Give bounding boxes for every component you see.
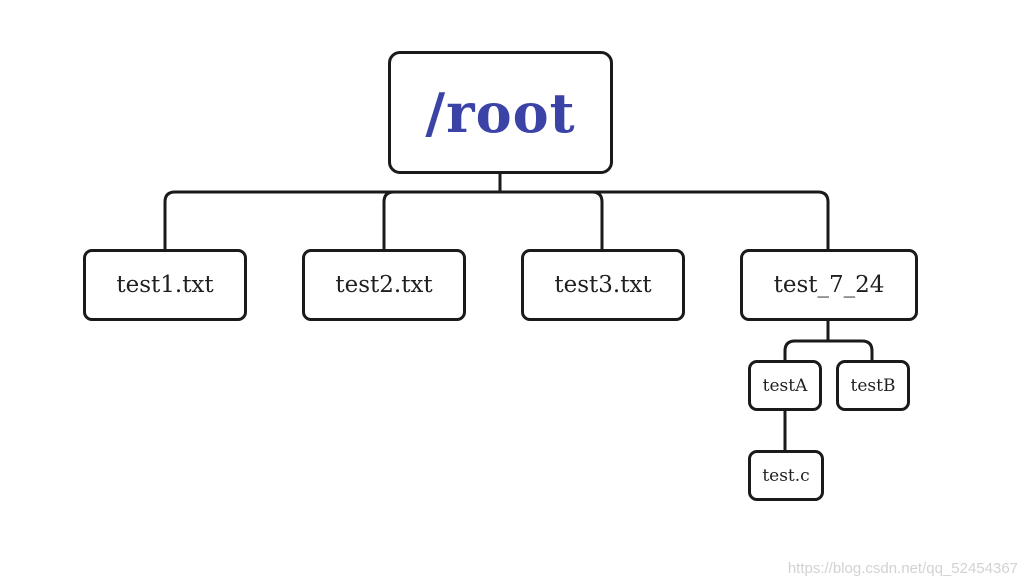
watermark-text: https://blog.csdn.net/qq_52454367 <box>787 560 1018 577</box>
node-test3-txt: test3.txt <box>521 249 685 321</box>
node-label: test1.txt <box>116 272 214 298</box>
node-label: test.c <box>762 465 810 486</box>
node-testB: testB <box>836 360 910 411</box>
node-test-c: test.c <box>748 450 824 501</box>
node-label: test_7_24 <box>773 272 885 298</box>
node-label: testB <box>850 375 896 396</box>
node-label: testA <box>762 375 808 396</box>
node-test-7-24: test_7_24 <box>740 249 918 321</box>
edge-root-to-test3 <box>498 190 604 251</box>
edge-test724-to-testA <box>783 339 830 362</box>
node-testA: testA <box>748 360 822 411</box>
edge-root-to-test1 <box>163 190 502 251</box>
node-test1-txt: test1.txt <box>83 249 247 321</box>
edge-root-to-test2 <box>382 190 502 251</box>
node-label: test3.txt <box>554 272 652 298</box>
edge-test724-to-testB <box>826 339 874 362</box>
root-node-label: /root <box>425 80 576 145</box>
root-node: /root <box>388 51 613 174</box>
edge-root-to-test724 <box>498 190 830 251</box>
node-test2-txt: test2.txt <box>302 249 466 321</box>
node-label: test2.txt <box>335 272 433 298</box>
